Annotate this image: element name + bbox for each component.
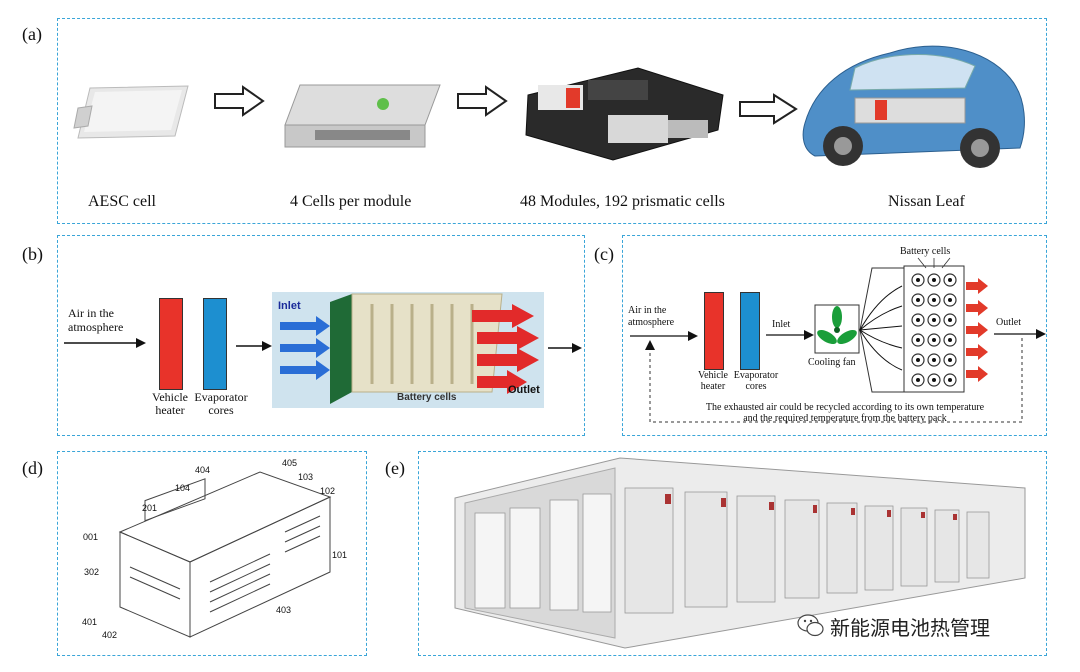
- panel-a-frame: [57, 18, 1047, 224]
- c-recycle-loop: [645, 338, 1023, 423]
- d-label-302: 302: [84, 567, 100, 577]
- battery-pack-image: [525, 67, 724, 161]
- c-inlet-arrow: [766, 330, 814, 340]
- c-red-outlet-arrows: [966, 278, 988, 382]
- b-evaporator-block: [203, 298, 227, 390]
- watermark-text: 新能源电池热管理: [830, 616, 990, 640]
- b-heater-label: Vehicle heater: [152, 390, 188, 417]
- d-label-104: 104: [175, 483, 191, 493]
- panel-a-label: (a): [22, 24, 42, 44]
- d-label-101: 101: [332, 550, 348, 560]
- c-fan-label: Cooling fan: [808, 357, 856, 368]
- e-storage-container-image: [454, 457, 1026, 649]
- c-air-label: Air in the atmosphere: [628, 305, 675, 328]
- b-battery-module-image: [272, 292, 544, 408]
- c-cooling-fan-icon: [814, 304, 860, 354]
- c-heater-block: [704, 292, 724, 370]
- d-label-102: 102: [320, 486, 336, 496]
- b-air-arrow: [64, 338, 146, 348]
- watermark-chat-icon: [797, 614, 824, 637]
- d-label-001: 001: [83, 532, 99, 542]
- c-air-arrow: [630, 331, 698, 341]
- nissan-leaf-image: [802, 45, 1025, 168]
- b-air-label: Air in the atmosphere: [68, 306, 124, 334]
- c-outlet-label: Outlet: [996, 317, 1021, 328]
- c-battery-cells-grid: [903, 257, 965, 393]
- d-label-103: 103: [298, 472, 314, 482]
- b-inlet-label: Inlet: [278, 300, 301, 312]
- c-evaporator-label: Evaporator cores: [733, 370, 779, 392]
- c-inlet-label: Inlet: [772, 319, 791, 330]
- c-recycle-note-1: The exhausted air could be recycled acco…: [705, 402, 985, 413]
- panel-b-label: (b): [22, 244, 43, 264]
- panel-e-frame: [418, 451, 1047, 656]
- caption-nissan-leaf: Nissan Leaf: [888, 193, 965, 210]
- flow-arrow-2: [457, 85, 508, 117]
- panel-b-frame: [57, 235, 585, 436]
- c-heater-label: Vehicle heater: [698, 370, 728, 392]
- c-outlet-arrow: [994, 329, 1046, 339]
- b-heater-block: [159, 298, 183, 390]
- panel-c-label: (c): [594, 244, 614, 264]
- panel-c-frame: [622, 235, 1047, 436]
- b-evaporator-label: Evaporator cores: [194, 390, 248, 417]
- c-battery-label: Battery cells: [900, 246, 951, 257]
- flow-arrow-3: [739, 93, 798, 125]
- b-outlet-label: Outlet: [508, 384, 540, 396]
- caption-aesc-cell: AESC cell: [88, 193, 156, 210]
- b-mid-arrow: [236, 341, 272, 351]
- d-label-403: 403: [276, 605, 292, 615]
- d-label-404: 404: [195, 465, 211, 475]
- b-out-arrow: [548, 343, 582, 353]
- c-evaporator-block: [740, 292, 760, 370]
- flow-arrow-1: [214, 85, 265, 117]
- panel-d-label: (d): [22, 458, 43, 478]
- d-label-201: 201: [142, 503, 158, 513]
- d-label-402: 402: [102, 630, 118, 640]
- caption-pack: 48 Modules, 192 prismatic cells: [520, 193, 725, 210]
- d-container-drawing: [118, 471, 332, 638]
- caption-module: 4 Cells per module: [290, 193, 412, 210]
- b-battery-label: Battery cells: [397, 392, 457, 403]
- panel-d-frame: [57, 451, 367, 656]
- panel-e-label: (e): [385, 458, 405, 478]
- aesc-cell-image: [73, 85, 189, 139]
- d-label-401: 401: [82, 617, 98, 627]
- module-image: [284, 84, 441, 148]
- d-label-405: 405: [282, 458, 298, 468]
- c-recycle-note-2: and the required temperature from the ba…: [743, 413, 947, 424]
- c-distribution-arrows: [859, 267, 907, 393]
